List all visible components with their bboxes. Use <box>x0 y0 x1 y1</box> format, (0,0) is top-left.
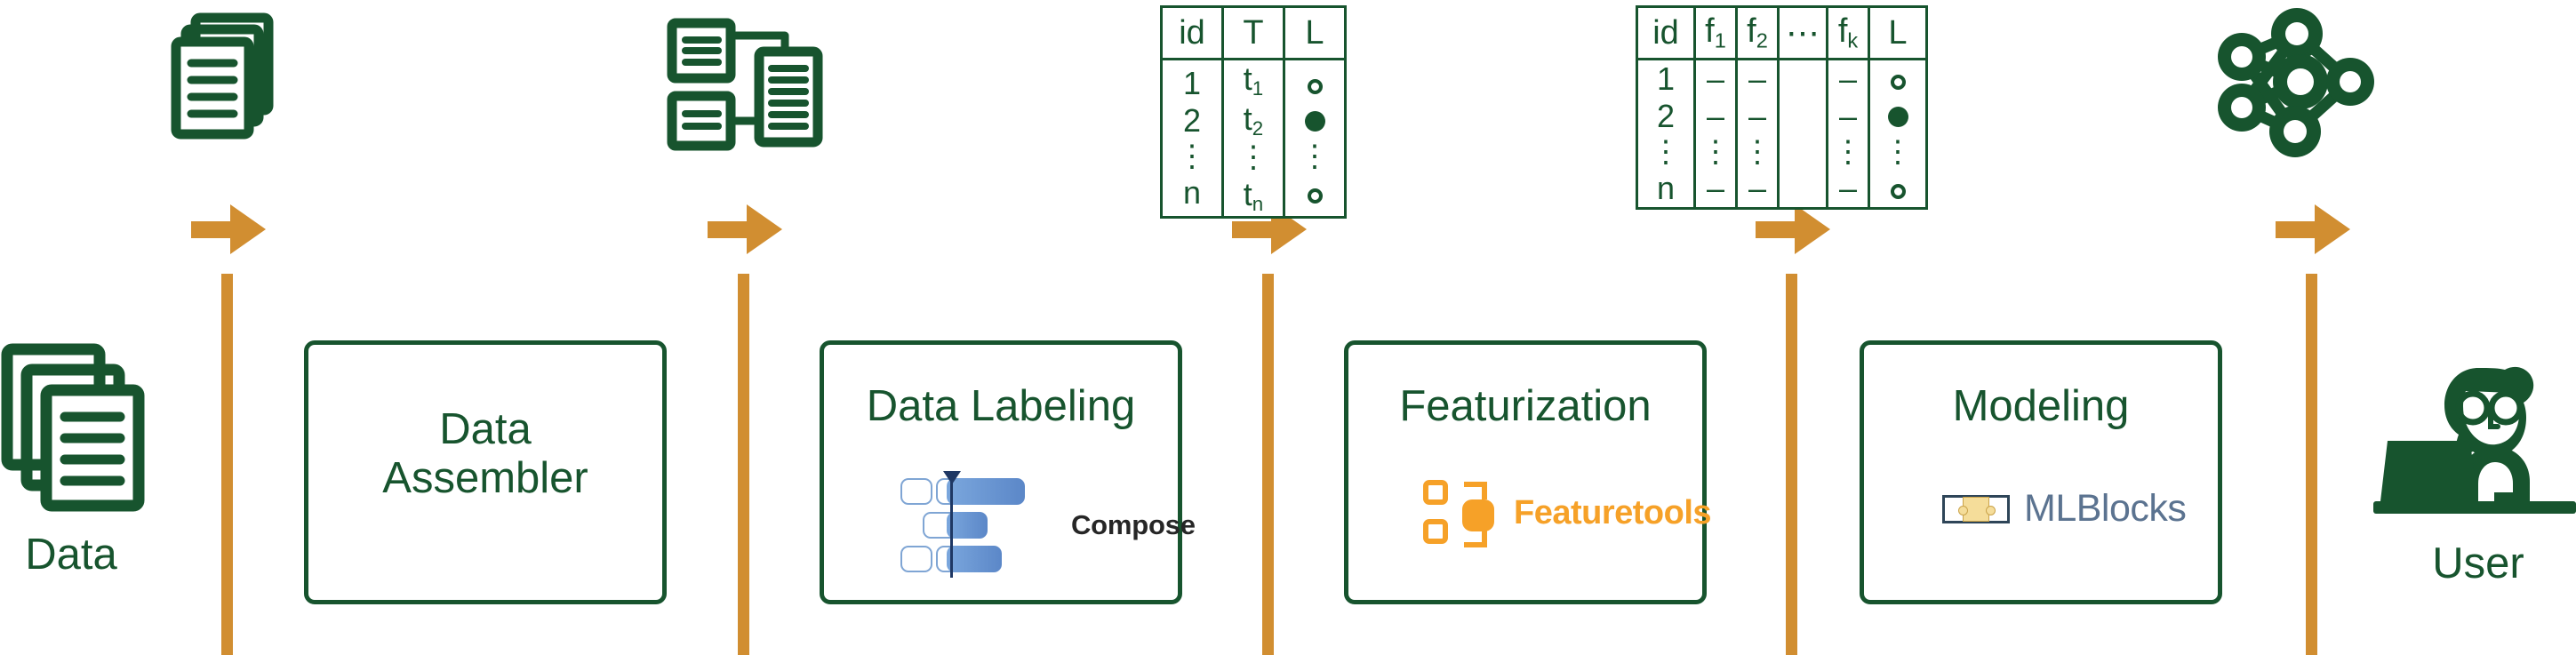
compose-logo-icon <box>900 471 1025 579</box>
arrow-shaft <box>1232 221 1275 238</box>
filled-circle-icon <box>1304 110 1325 132</box>
compose-wordmark: Compose <box>1071 509 1196 540</box>
stage-box-featurization[interactable]: Featurization Featuretools <box>1344 340 1712 604</box>
table-cell-f1: ––⋮– <box>1693 58 1738 210</box>
artifact-model <box>2215 7 2393 172</box>
table-cell-f2: ––⋮– <box>1735 58 1780 210</box>
table-col-header: L <box>1868 5 1928 60</box>
featuretools-logo[interactable]: Featuretools <box>1423 478 1712 547</box>
neural-network-icon <box>2218 8 2374 157</box>
compose-logo[interactable]: Compose <box>900 471 1196 579</box>
artifact-assembled <box>649 7 844 167</box>
stage-title-featurization: Featurization <box>1399 382 1652 430</box>
flow-arrow-1 <box>191 204 269 254</box>
arrow-head <box>230 204 266 254</box>
flow-arrow-2 <box>708 204 786 254</box>
compose-bar <box>947 512 988 539</box>
document-merge-icon <box>667 18 823 151</box>
table-col-header: fk <box>1826 5 1870 60</box>
flow-line-3 <box>1262 274 1274 655</box>
stage-box-modeling[interactable]: Modeling MLBlocks <box>1860 340 2222 604</box>
flow-line-1 <box>221 274 233 655</box>
arrow-head <box>2315 204 2350 254</box>
flow-line-5 <box>2306 274 2317 655</box>
table-col-header: f1 <box>1693 5 1738 60</box>
start-endpoint-label: Data <box>25 531 117 579</box>
ft-bracket <box>1464 482 1487 499</box>
document-stack-icon <box>171 12 274 140</box>
ft-blob <box>1462 499 1494 531</box>
mlblocks-logo[interactable]: MLBlocks <box>1942 487 2187 531</box>
table-cell-label: ⋮ <box>1283 58 1347 219</box>
featuretools-wordmark: Featuretools <box>1514 493 1712 531</box>
open-circle-icon <box>1890 183 1906 199</box>
flow-arrow-5 <box>2276 204 2354 254</box>
compose-bar <box>900 546 932 572</box>
open-circle-icon <box>1307 79 1323 95</box>
stage-title-modeling: Modeling <box>1952 382 2130 430</box>
filled-circle-icon <box>1887 106 1908 127</box>
stage-title-data-labeling: Data Labeling <box>866 382 1136 430</box>
flow-line-4 <box>1786 274 1797 655</box>
stage-box-data-labeling[interactable]: Data Labeling Compose <box>820 340 1196 604</box>
stage-title-data-assembler: Data Assembler <box>382 405 588 502</box>
table-col-header: L <box>1283 5 1347 60</box>
compose-needle <box>950 473 953 578</box>
compose-needle-head <box>943 471 961 484</box>
open-circle-icon <box>1890 75 1906 90</box>
compose-bar <box>900 478 932 505</box>
arrow-shaft <box>708 221 750 238</box>
arrow-head <box>747 204 782 254</box>
table-cell-fk: ––⋮– <box>1826 58 1870 210</box>
mlblocks-wordmark: MLBlocks <box>2024 487 2187 530</box>
document-stack-svg <box>1 343 145 512</box>
person-at-laptop-icon <box>2373 359 2576 537</box>
arrow-shaft <box>191 221 234 238</box>
table-col-header: T <box>1221 5 1285 60</box>
ft-bracket <box>1464 530 1487 547</box>
puzzle-knob <box>1986 505 1996 515</box>
mlblocks-logo-icon <box>1942 494 2010 523</box>
table-col-header: ⋯ <box>1777 5 1828 60</box>
open-circle-icon <box>1307 188 1323 204</box>
artifact-documents <box>169 12 293 159</box>
end-endpoint-label: User <box>2432 539 2524 587</box>
table-header-row: id f1 f2 ⋯ fk L <box>1636 5 1928 60</box>
compose-bar <box>947 546 1002 572</box>
ft-square <box>1423 480 1448 505</box>
table-header-row: id T L <box>1160 5 1347 60</box>
arrow-shaft <box>1756 221 1798 238</box>
ft-square <box>1423 519 1448 544</box>
table-col-header: id <box>1160 5 1224 60</box>
table-col-header: id <box>1636 5 1696 60</box>
arrow-shaft <box>2276 221 2318 238</box>
table-cell-label: ⋮ <box>1868 58 1928 210</box>
person-at-laptop-svg <box>2373 366 2576 514</box>
arrow-head <box>1795 204 1830 254</box>
featuretools-logo-icon <box>1423 478 1512 547</box>
flow-arrow-4 <box>1756 204 1834 254</box>
document-stack-icon <box>0 342 160 520</box>
table-col-header: f2 <box>1735 5 1780 60</box>
stage-box-data-assembler[interactable]: Data Assembler <box>304 340 667 604</box>
puzzle-knob <box>1958 505 1968 515</box>
flow-line-2 <box>738 274 749 655</box>
table-cell-ellipsis <box>1777 58 1828 210</box>
